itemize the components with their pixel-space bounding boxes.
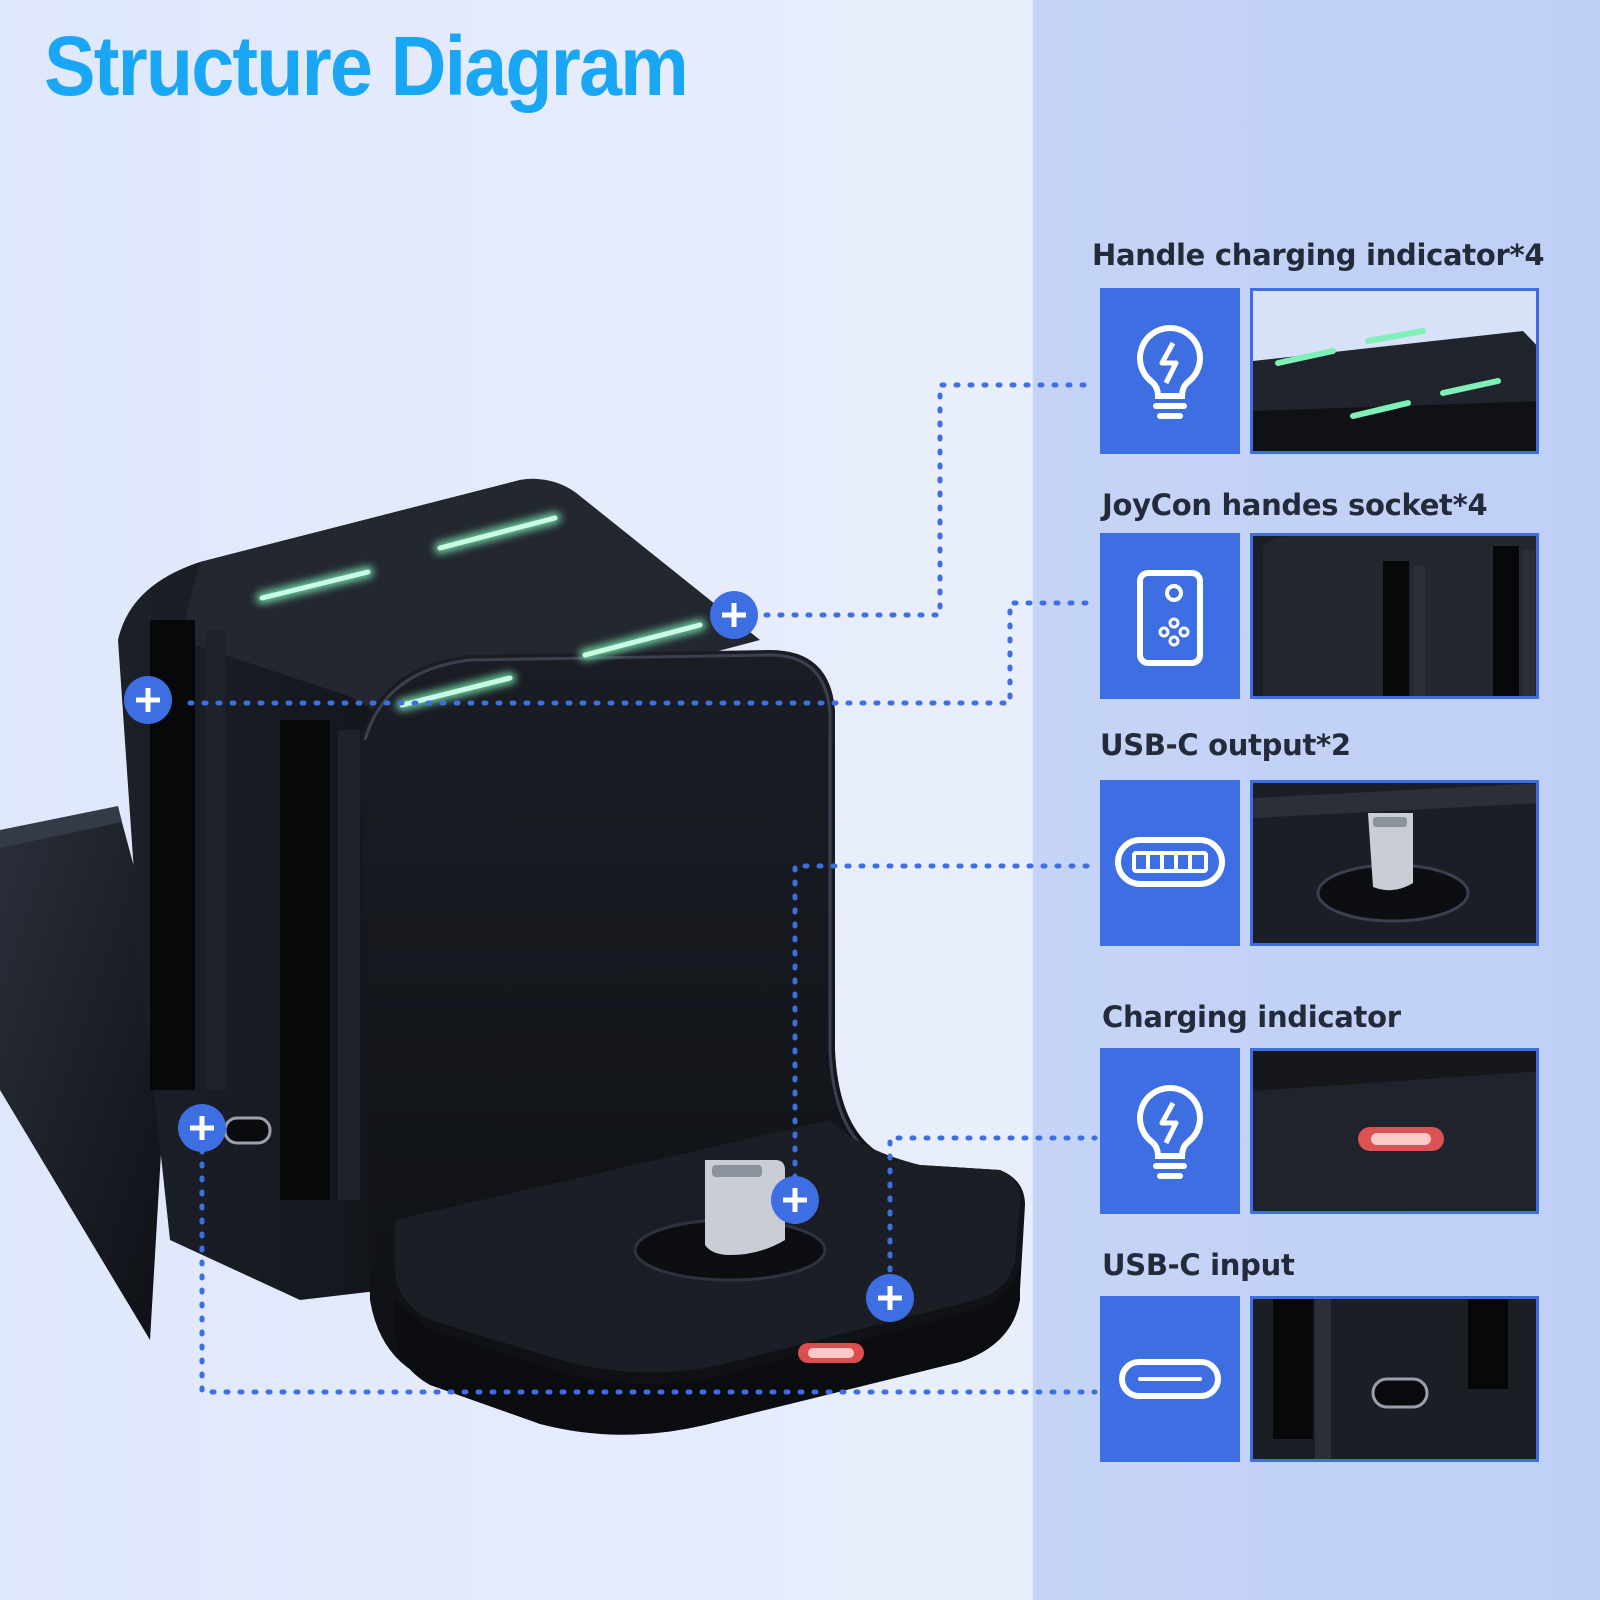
plus-marker-icon — [178, 1104, 226, 1152]
lightbulb-icon — [1137, 324, 1203, 419]
feature-label: JoyCon handes socket*4 — [1102, 488, 1488, 522]
usb-c-port-icon — [1115, 837, 1225, 887]
feature-label: Handle charging indicator*4 — [1092, 238, 1545, 272]
feature-icon-tile — [1100, 1296, 1240, 1462]
feature-photo — [1250, 288, 1539, 454]
joycon-slot — [280, 720, 330, 1200]
feature-icon-tile — [1100, 533, 1240, 699]
feature-icon-tile — [1100, 1048, 1240, 1214]
usb-c-port-icon — [1119, 1359, 1221, 1399]
feature-photo — [1250, 1048, 1539, 1214]
feature-photo — [1250, 1296, 1539, 1462]
plus-marker-icon — [771, 1176, 819, 1224]
feature-icon-tile — [1100, 780, 1240, 946]
callout-markers — [124, 591, 914, 1322]
feature-label: USB-C output*2 — [1100, 728, 1351, 762]
lightbulb-icon — [1137, 1084, 1203, 1179]
plus-marker-icon — [866, 1274, 914, 1322]
feature-photo — [1250, 780, 1539, 946]
joycon-icon — [1137, 570, 1203, 666]
plus-marker-icon — [710, 591, 758, 639]
usb-c-output-connector — [705, 1160, 785, 1255]
feature-label: USB-C input — [1102, 1248, 1295, 1282]
handle-indicators — [256, 512, 706, 711]
feature-label: Charging indicator — [1102, 1000, 1401, 1034]
base-platform — [0, 815, 170, 1340]
callout-lines — [187, 382, 1098, 1395]
feature-icon-tile — [1100, 288, 1240, 454]
feature-photo — [1250, 533, 1539, 699]
plus-marker-icon — [124, 676, 172, 724]
usb-c-input-port — [223, 1116, 272, 1145]
page-title: Structure Diagram — [44, 19, 689, 113]
